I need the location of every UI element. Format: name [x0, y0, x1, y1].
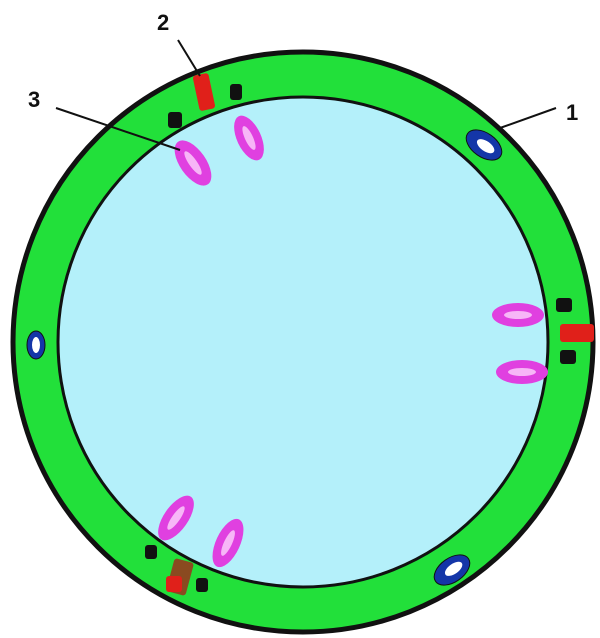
cell-interior — [58, 97, 548, 587]
vesicle-right-lower — [496, 360, 548, 384]
label-3: 3 — [28, 87, 40, 112]
label-1: 1 — [566, 100, 578, 125]
label-2: 2 — [157, 10, 169, 35]
pointer-line-2 — [178, 40, 200, 76]
vesicle-right-upper — [492, 303, 544, 327]
blue-granule-left — [27, 331, 45, 359]
pointer-line-1 — [500, 108, 556, 128]
